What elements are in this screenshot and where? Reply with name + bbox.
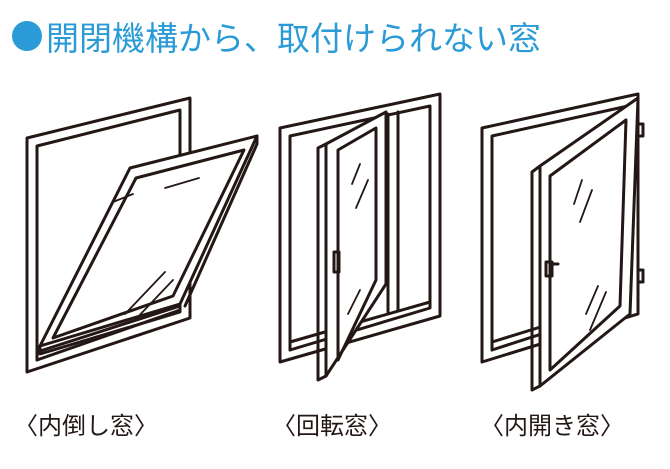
title-text: 開閉機構から、取付けられない窓 — [46, 19, 541, 58]
casement-window-figure — [470, 84, 660, 394]
casement-window-caption: 〈内開き窓〉 — [480, 412, 624, 440]
pivot-window-icon — [278, 92, 442, 382]
hopper-window-icon — [25, 96, 259, 374]
pivot-window-caption: 〈回転窓〉 — [272, 412, 392, 440]
casement-window-icon — [480, 92, 645, 392]
pivot-window-figure — [268, 84, 468, 394]
hopper-window-figure — [15, 84, 265, 384]
page-title: 開閉機構から、取付けられない窓 — [12, 14, 541, 58]
bullet-dot — [12, 21, 42, 51]
hopper-window-caption: 〈内倒し窓〉 — [14, 412, 158, 440]
